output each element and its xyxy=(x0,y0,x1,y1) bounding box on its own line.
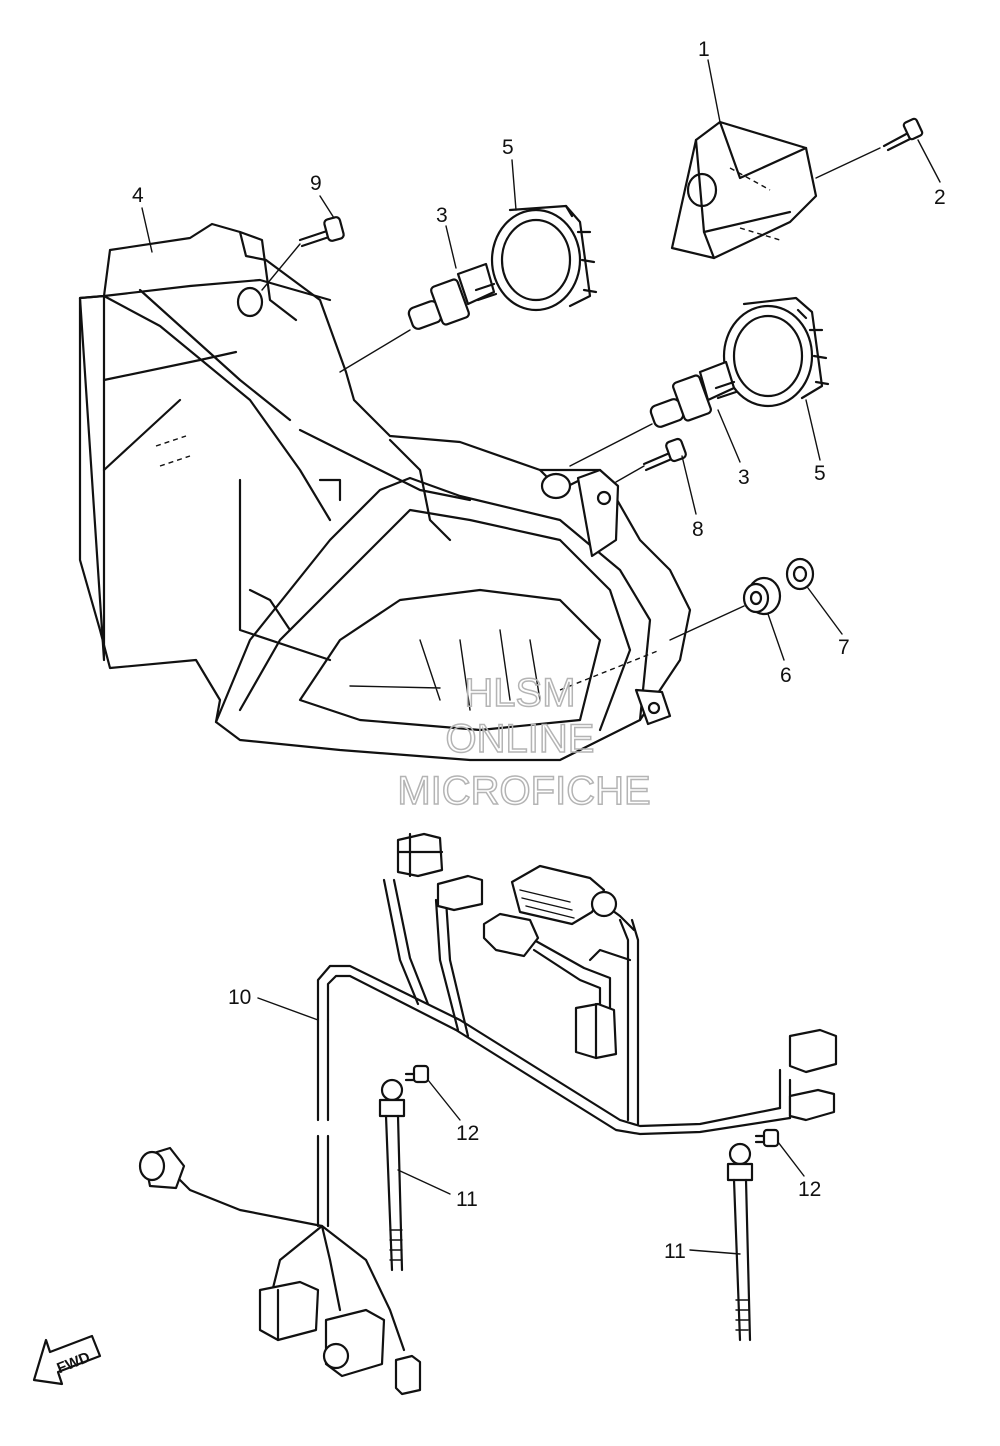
callout-7: 7 xyxy=(838,636,850,659)
callout-6: 6 xyxy=(780,664,792,687)
watermark-line-1: HLSM xyxy=(464,671,575,715)
part-2-screw xyxy=(882,117,924,152)
callout-2: 2 xyxy=(934,186,946,209)
part-4-headlight-housing xyxy=(78,222,692,762)
callout-3-upper: 3 xyxy=(436,204,448,227)
callout-9: 9 xyxy=(310,172,322,195)
callout-11-right: 11 xyxy=(664,1240,686,1263)
fwd-arrow-icon: FWD xyxy=(32,1334,102,1386)
callout-1: 1 xyxy=(698,38,710,61)
watermark-line-3: MICROFICHE xyxy=(397,769,650,813)
callout-12-right: 12 xyxy=(798,1178,821,1201)
callout-12-left: 12 xyxy=(456,1122,479,1145)
part-11-tie-right xyxy=(726,1142,754,1342)
callout-4: 4 xyxy=(132,184,144,207)
part-11-tie-left xyxy=(378,1078,406,1272)
callout-3-lower: 3 xyxy=(738,466,750,489)
part-12-screw-left xyxy=(404,1064,430,1084)
callout-5-upper: 5 xyxy=(502,136,514,159)
part-5-socket-lower xyxy=(722,296,830,408)
part-8-screw xyxy=(642,437,687,472)
part-3-bulb-upper xyxy=(407,262,498,330)
part-10-wire-harness xyxy=(138,832,838,1396)
callout-11-left: 11 xyxy=(456,1188,478,1211)
watermark-line-2: ONLINE xyxy=(446,717,595,761)
callout-5-lower: 5 xyxy=(814,462,826,485)
callout-10: 10 xyxy=(228,986,251,1009)
part-3-bulb-lower xyxy=(649,360,738,428)
part-9-screw xyxy=(298,216,345,248)
part-6-grommet xyxy=(742,576,782,616)
callout-8: 8 xyxy=(692,518,704,541)
part-1-cover xyxy=(670,120,818,260)
part-5-socket-upper xyxy=(490,204,598,312)
part-7-washer xyxy=(785,557,815,591)
part-12-screw-right xyxy=(754,1128,780,1148)
